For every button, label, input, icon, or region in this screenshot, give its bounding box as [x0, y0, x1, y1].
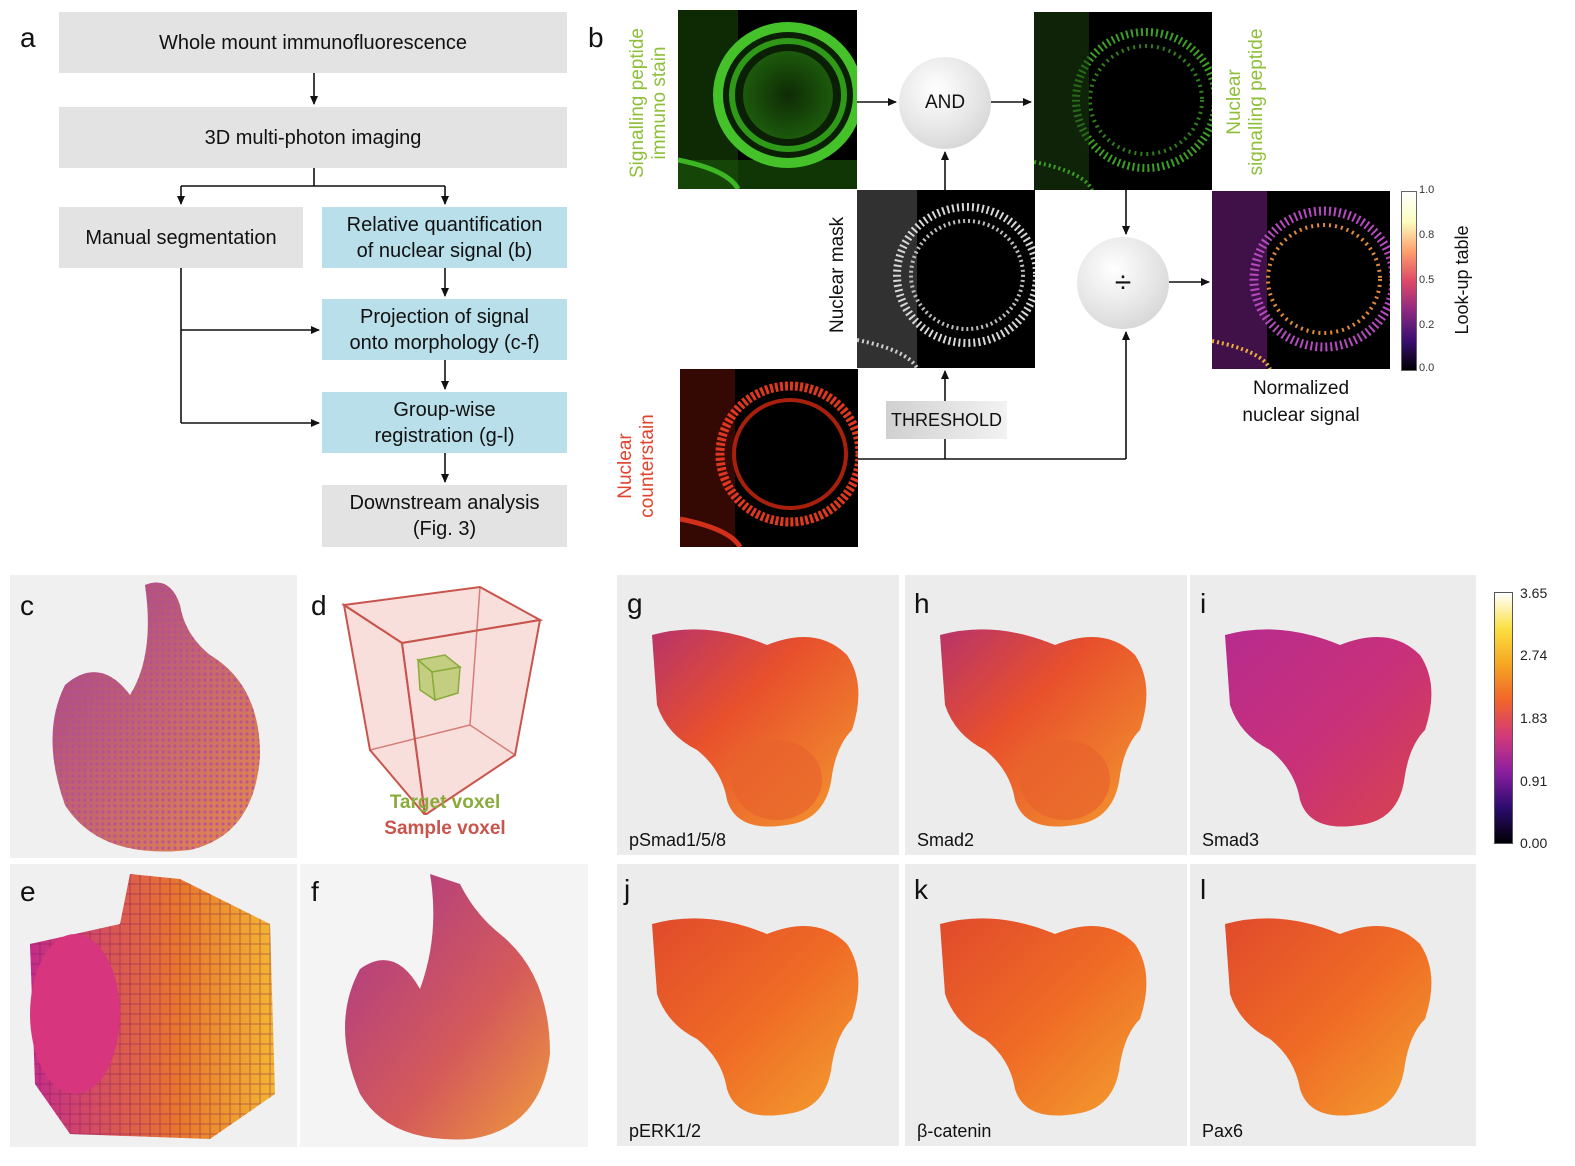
- and-operator-text: AND: [924, 92, 966, 113]
- colorbar-tick-000: 0.00: [1520, 835, 1548, 851]
- label-smad3: Smad3: [1202, 830, 1260, 850]
- panel-label-k: k: [914, 874, 928, 905]
- label-pax6: Pax6: [1202, 1121, 1244, 1141]
- label-bcatenin: β-catenin: [917, 1121, 992, 1141]
- panel-label-l: l: [1200, 874, 1207, 905]
- panel-i-smad3: Smad3: [1190, 575, 1476, 855]
- step-downstream: Downstream analysis(Fig. 3): [322, 485, 567, 547]
- colorbar-tick-365: 3.65: [1520, 585, 1548, 601]
- step-manual-segmentation: Manual segmentation: [59, 207, 303, 268]
- counterstain-image: [680, 369, 858, 547]
- normalized-signal-image: [1212, 191, 1390, 369]
- threshold-box: THRESHOLD: [886, 401, 1007, 439]
- lut-tick-05: 0.5: [1419, 274, 1435, 286]
- panel-f-surface: [300, 864, 588, 1147]
- nuclear-signalling-image: [1034, 12, 1212, 190]
- panel-g-psmad: pSmad1/5/8: [617, 575, 899, 855]
- intensity-colorbar: [1494, 592, 1513, 844]
- lut-title: Look-up table: [1452, 225, 1472, 335]
- flowchart-arrows: [177, 73, 449, 483]
- and-operator: AND: [899, 57, 991, 149]
- step-imaging: 3D multi-photon imaging: [59, 107, 567, 168]
- step-downstream-text: Downstream analysis(Fig. 3): [349, 492, 540, 540]
- lut-tick-00: 0.0: [1419, 362, 1435, 374]
- lut-tick-08: 0.8: [1419, 229, 1435, 241]
- panel-label-b: b: [588, 22, 604, 53]
- panel-label-f: f: [311, 876, 319, 907]
- label-perk: pERK1/2: [629, 1121, 702, 1141]
- nuclear-mask-image: [857, 190, 1035, 368]
- lut-tick-02: 0.2: [1419, 319, 1435, 331]
- step-manual-text: Manual segmentation: [85, 226, 277, 249]
- step-immunofluorescence: Whole mount immunofluorescence: [59, 12, 567, 73]
- panel-label-e: e: [20, 876, 36, 907]
- panel-label-d: d: [311, 590, 327, 621]
- panel-label-c: c: [20, 590, 34, 621]
- panel-label-i: i: [1200, 588, 1207, 619]
- signalling-stain-image: [678, 10, 857, 189]
- divide-operator-text: ÷: [1114, 266, 1132, 299]
- lut-colorbar: [1401, 191, 1417, 371]
- panel-j-perk: pERK1/2: [617, 864, 899, 1146]
- threshold-text: THRESHOLD: [890, 409, 1002, 430]
- label-smad2: Smad2: [917, 830, 975, 850]
- voxel-cube-diagram: [341, 585, 544, 815]
- sample-voxel-label: Sample voxel: [384, 818, 506, 839]
- step-imaging-text: 3D multi-photon imaging: [204, 126, 422, 149]
- lut-tick-10: 1.0: [1419, 184, 1435, 196]
- target-voxel-label: Target voxel: [389, 792, 501, 813]
- pipeline-arrows: [857, 98, 1210, 460]
- colorbar-tick-183: 1.83: [1520, 710, 1548, 726]
- panel-label-j: j: [624, 874, 631, 905]
- label-psmad: pSmad1/5/8: [629, 830, 727, 850]
- panel-e-voxelized: [10, 864, 297, 1147]
- panel-h-smad2: Smad2: [905, 575, 1187, 855]
- divide-operator: ÷: [1077, 237, 1169, 329]
- panel-label-g: g: [627, 588, 643, 619]
- step-immunofluorescence-text: Whole mount immunofluorescence: [159, 31, 467, 54]
- panel-label-h: h: [914, 588, 930, 619]
- panel-l-pax6: Pax6: [1190, 864, 1476, 1146]
- colorbar-tick-091: 0.91: [1520, 773, 1548, 789]
- colorbar-tick-274: 2.74: [1520, 647, 1548, 663]
- panel-label-a: a: [20, 22, 36, 53]
- panel-c-point-cloud: [10, 575, 297, 858]
- panel-k-bcatenin: β-catenin: [905, 864, 1187, 1146]
- nuclear-mask-label: Nuclear mask: [827, 216, 848, 333]
